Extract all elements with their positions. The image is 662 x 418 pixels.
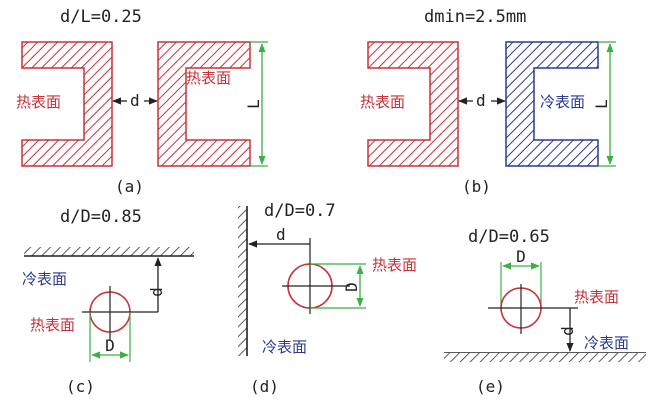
caption-a: (a) xyxy=(115,177,144,196)
height-label-b: L xyxy=(592,99,611,109)
caption-d: (d) xyxy=(250,377,279,396)
hot-surface-label-b: 热表面 xyxy=(360,93,405,111)
formula-c: d/D=0.85 xyxy=(60,207,142,227)
panel-c: d/D=0.85 冷表面 d 热表面 D (c) xyxy=(22,207,194,396)
caption-c: (c) xyxy=(66,377,95,396)
formula-b: dmin=2.5mm xyxy=(424,7,526,27)
cold-surface-label-c: 冷表面 xyxy=(22,270,67,288)
gap-label-a: d xyxy=(130,91,140,110)
caption-e: (e) xyxy=(476,377,505,396)
hot-channel-right-a xyxy=(157,41,251,167)
cold-wall-hatch-e xyxy=(444,353,646,362)
hot-surface-label-e: 热表面 xyxy=(574,288,619,306)
hot-surface-label-a-right: 热表面 xyxy=(186,69,231,87)
hot-surface-label-a-left: 热表面 xyxy=(16,93,61,111)
formula-e: d/D=0.65 xyxy=(468,227,550,247)
diameter-label-d: D xyxy=(342,282,361,292)
gap-label-d: d xyxy=(276,225,286,244)
hot-channel-b xyxy=(367,41,459,167)
cold-wall-hatch-c xyxy=(24,247,194,256)
panel-d: d/D=0.7 d D 热表面 冷表面 (d) xyxy=(238,201,417,396)
panel-b: dmin=2.5mm 热表面 冷表面 d L (b) xyxy=(360,7,616,196)
cold-surface-label-d: 冷表面 xyxy=(262,338,307,356)
cold-channel-b xyxy=(505,41,599,167)
formula-a: d/L=0.25 xyxy=(60,7,142,27)
hot-channel-left-a xyxy=(21,41,113,167)
hot-surface-label-d: 热表面 xyxy=(372,256,417,274)
formula-d: d/D=0.7 xyxy=(264,201,336,221)
hot-surface-label-c: 热表面 xyxy=(30,316,75,334)
panel-a: d/L=0.25 热表面 热表面 d L (a) xyxy=(16,7,268,196)
caption-b: (b) xyxy=(462,177,491,196)
cold-surface-label-e: 冷表面 xyxy=(584,334,629,352)
cold-wall-hatch-d xyxy=(238,206,247,356)
gap-label-e: d xyxy=(558,326,577,336)
panel-e: d/D=0.65 D 热表面 d 冷表面 (e) xyxy=(444,227,646,396)
diameter-label-c: D xyxy=(105,336,115,355)
height-label-a: L xyxy=(244,99,263,109)
cold-surface-label-b: 冷表面 xyxy=(540,93,585,111)
gap-label-b: d xyxy=(476,91,486,110)
gap-label-c: d xyxy=(147,287,166,297)
diameter-label-e: D xyxy=(516,247,526,266)
